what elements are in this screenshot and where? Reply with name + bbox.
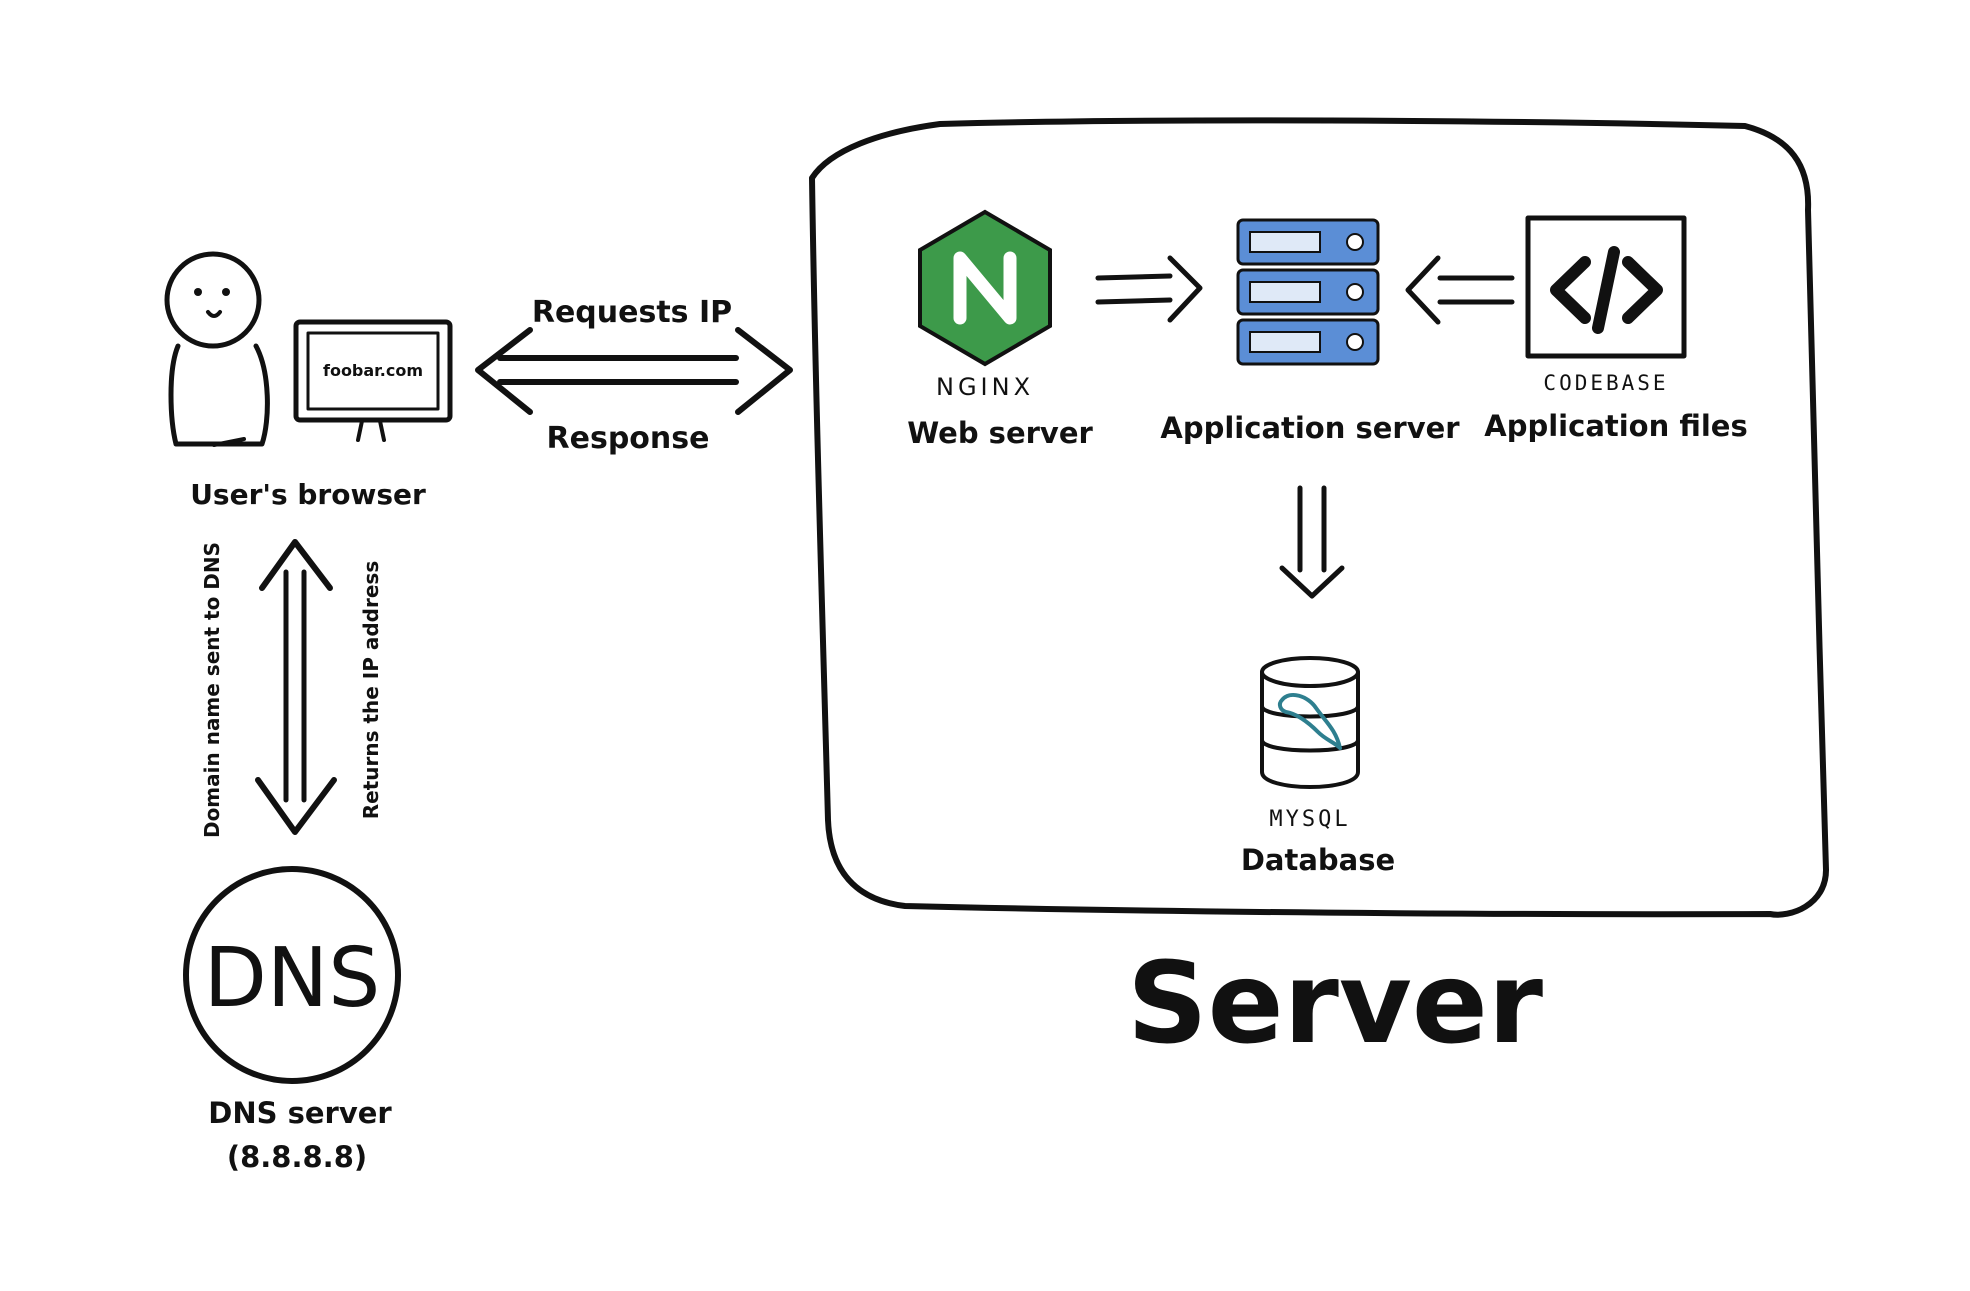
server-title: Server [1127,939,1543,1069]
mysql-database-icon: MYSQL [1260,656,1360,832]
arrow-web-to-app [1095,255,1203,323]
domain-sent-label: Domain name sent to DNS [200,542,224,838]
mysql-logo-text: MYSQL [1269,807,1350,832]
dns-server-icon: DNS [183,866,401,1084]
codebase-icon: CODEBASE [1525,215,1687,395]
arrow-files-to-app [1405,255,1515,325]
nginx-logo-text: NGINX [936,373,1034,401]
requests-ip-label: Requests IP [532,295,732,330]
dns-logo-text: DNS [204,931,381,1026]
monitor-screen-text: foobar.com [323,361,423,380]
server-boundary [809,117,1829,918]
dns-server-label: DNS server [208,1096,392,1130]
nginx-logo-icon: NGINX [918,209,1052,401]
application-server-icon [1236,218,1380,366]
user-browser-label: User's browser [190,478,426,511]
user-figure-icon [164,251,270,447]
web-server-label: Web server [907,416,1093,450]
codebase-logo-text: CODEBASE [1543,371,1668,395]
request-response-arrow [475,327,793,415]
database-label: Database [1241,843,1395,877]
returns-ip-label: Returns the IP address [359,561,383,820]
monitor-icon: foobar.com [293,319,453,442]
application-server-label: Application server [1160,411,1460,445]
dns-double-arrow [255,539,337,835]
application-files-label: Application files [1484,409,1747,443]
arrow-app-to-db [1279,485,1345,599]
dns-server-ip: (8.8.8.8) [227,1140,367,1174]
response-label: Response [547,421,710,456]
